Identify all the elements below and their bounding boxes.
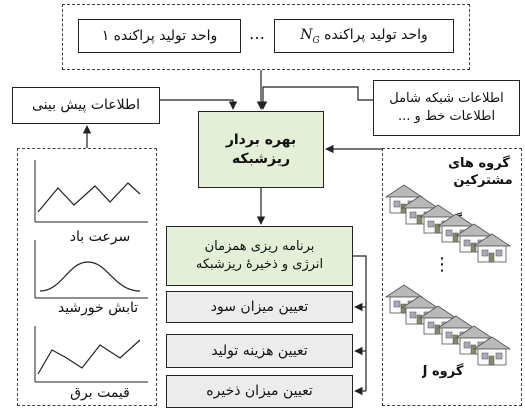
- generator-unit-n-label: واحد تولید پراکنده: [324, 26, 428, 43]
- electricity-price-label: قیمت برق: [70, 385, 130, 401]
- house-icons-group-1: [385, 184, 511, 263]
- reserve-box: تعیین میزان ذخیره: [166, 375, 353, 408]
- generator-unit-1: واحد تولید پراکنده ۱: [78, 19, 241, 53]
- electricity-price-chart: [34, 326, 148, 383]
- wind-chart-line: [37, 182, 141, 213]
- network-info-line-1: اطلاعات شبکه شامل: [389, 91, 504, 107]
- operator-line-2: ریزشبکه: [231, 150, 291, 167]
- solar-chart-curve: [39, 261, 141, 292]
- microgrid-operator-box: بهره بردار ریزشبکه: [198, 111, 324, 188]
- generators-group: [62, 4, 470, 70]
- network-info-line-2: اطلاعات خط و ...: [397, 109, 496, 124]
- generators-ellipsis: …: [249, 24, 265, 43]
- network-info-box: اطلاعات شبکه شامل اطلاعات خط و ...: [373, 80, 520, 136]
- wind-speed-chart: [34, 160, 148, 223]
- customers-group: [382, 148, 522, 406]
- cost-box: تعیین هزینه تولید: [166, 334, 353, 368]
- generator-unit-n: واحد تولید پراکنده NG: [274, 19, 454, 53]
- house-icons-group-j: [385, 284, 511, 366]
- forecast-info-box: اطلاعات پیش بینی: [12, 87, 160, 124]
- vertical-ellipsis: ⋮: [433, 254, 451, 275]
- operator-line-1: بهره بردار: [225, 131, 297, 148]
- wind-speed-label: سرعت باد: [69, 229, 131, 245]
- arrow-forecast-to-operator: [160, 99, 238, 110]
- customer-groups-title-line-1: گروه های: [448, 156, 510, 171]
- scheduling-box: برنامه ریزی همزمان انرژی و ذخیرهٔ ریزشبک…: [166, 226, 353, 286]
- scheduling-line-2: انرژی و ذخیرهٔ ریزشبکه: [195, 257, 324, 272]
- connector-scheduling-right: [353, 255, 367, 391]
- profit-box: تعیین میزان سود: [166, 291, 353, 323]
- arrow-network-to-operator: [258, 86, 373, 110]
- price-chart-line: [37, 339, 141, 375]
- customer-groups-title-line-2: مشترکین: [453, 173, 513, 188]
- scheduling-line-1: برنامه ریزی همزمان: [204, 239, 315, 255]
- generator-unit-n-symbol: NG: [300, 26, 320, 46]
- forecast-charts-group: [17, 148, 157, 406]
- solar-irradiance-chart: [34, 240, 148, 299]
- group-j-label: گروه J: [422, 364, 464, 379]
- solar-irradiance-label: تابش خورشید: [57, 300, 139, 316]
